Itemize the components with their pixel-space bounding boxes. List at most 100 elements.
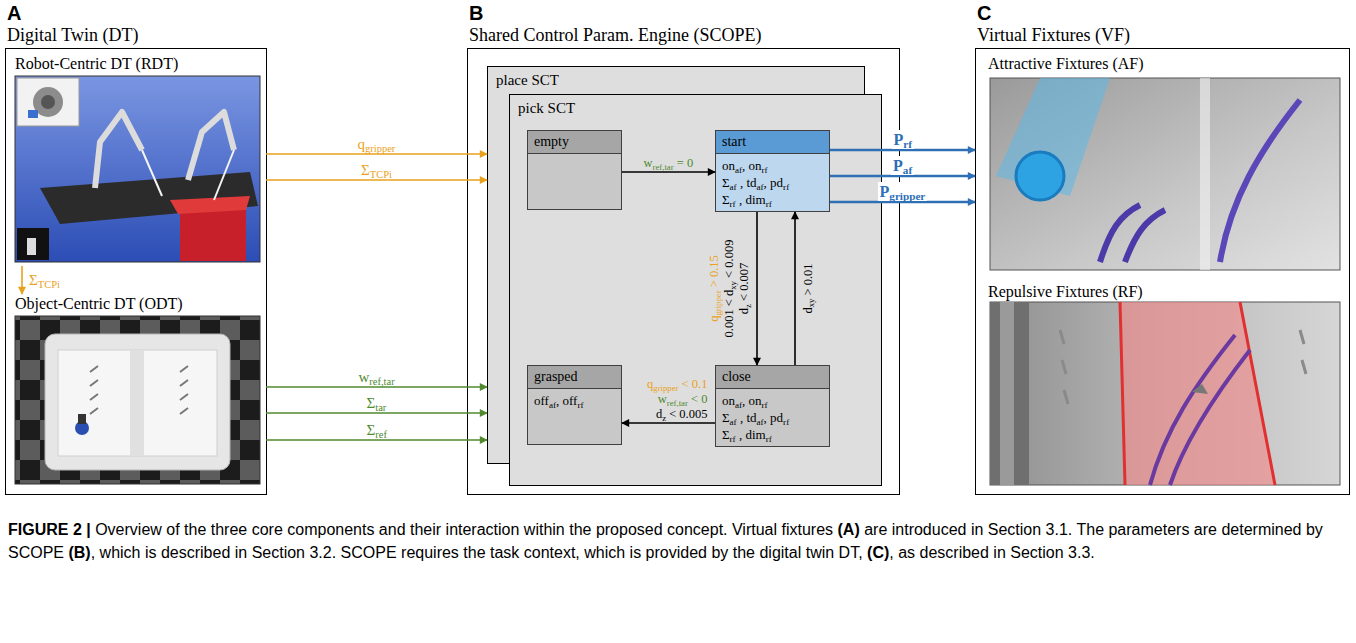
rdt-screenshot-part — [28, 110, 38, 118]
text-run: Virtual Fixtures (VF) — [977, 25, 1130, 45]
text-run: place SCT — [496, 72, 559, 88]
text-run: < 0 — [688, 392, 708, 406]
text-run: Σ — [722, 175, 730, 190]
text-run: rf — [783, 417, 789, 427]
text-run: rf — [783, 182, 789, 192]
text-run: d — [800, 307, 814, 313]
text-run: af — [549, 400, 556, 410]
fixture-view: Attractive Fixtures (AF) — [985, 54, 1340, 274]
text-run: > 0.01 — [800, 263, 814, 298]
text-run: w — [658, 392, 667, 406]
edge-label-box: qgripper — [356, 135, 398, 153]
text-run: P — [893, 157, 903, 174]
panel: CVirtual Fixtures (VF) Attractive Fixture… — [975, 2, 1350, 495]
panel: ADigital Twin (DT)Robot-Centric DT (RDT)… — [5, 2, 267, 495]
fixture-view: Repulsive Fixtures (RF) — [985, 282, 1340, 487]
text-run: ref,tar — [667, 398, 688, 408]
rf-photo-part — [991, 302, 1029, 485]
odt-screenshot-part — [58, 350, 217, 456]
text-run: (A) — [838, 521, 860, 538]
text-run: , as described in Section 3.3. — [889, 544, 1094, 561]
rf-photo-part — [1192, 384, 1208, 394]
template-title: place SCT — [488, 67, 864, 93]
text-run: (C) — [867, 544, 889, 561]
state-parameters: Σrf , dimrf — [722, 191, 823, 208]
edge-label: Pgripper — [880, 182, 926, 201]
edge-label-box: qgripper > 0.150.001 < dxy < 0.009dz < 0… — [707, 238, 752, 340]
text-run: Shared Control Param. Engine (SCOPE) — [469, 25, 761, 45]
text-run: Robot-Centric DT (RDT) — [15, 55, 178, 72]
panel-letter: A — [5, 2, 267, 24]
text-run: A — [7, 2, 21, 24]
text-run: gripper — [713, 290, 723, 315]
state-parameters: offaf, offrf — [534, 392, 615, 409]
edge-label: Σtar — [367, 394, 387, 412]
edge-label: dxy > 0.01 — [800, 263, 815, 313]
panel-letter: C — [975, 2, 1350, 24]
odt-screenshot-part — [15, 316, 260, 484]
text-run: gripper — [653, 383, 678, 393]
text-run: Overview of the three core components an… — [91, 521, 838, 538]
af-photo-part — [1016, 152, 1064, 200]
edge-label: wref,tar = 0 — [644, 156, 694, 171]
edge-label-box: ΣTCPi — [359, 161, 394, 179]
odt-screenshot-part — [90, 366, 188, 414]
template-title: pick SCT — [510, 95, 881, 121]
edge-label-box: wref,tar = 0 — [642, 156, 696, 171]
rdt-screenshot-part — [41, 95, 55, 109]
state-parameters: Σaf , tdaf, pdrf — [722, 409, 823, 426]
text-run: ref,tar — [653, 162, 674, 172]
text-run: ref — [375, 429, 387, 440]
edge-label-box: Paf — [891, 156, 914, 175]
text-run: Σ — [722, 410, 730, 425]
connector — [794, 212, 796, 365]
text-run: rf — [762, 400, 768, 410]
text-run: gripper — [889, 190, 925, 202]
edge-label-box: Σref — [365, 421, 389, 439]
text-run: xy — [728, 281, 738, 290]
edge-label: qgripper > 0.15 — [707, 240, 722, 338]
edge-label: qgripper < 0.1 — [647, 377, 707, 392]
rf-photo-part — [1150, 335, 1235, 485]
edge-label: Prf — [894, 130, 912, 149]
text-run: af — [757, 417, 764, 427]
rf-photo — [990, 302, 1340, 485]
text-run: d — [737, 308, 751, 314]
text-run: Σ — [361, 162, 370, 178]
text-run: Attractive Fixtures (AF) — [988, 55, 1144, 72]
text-run: af — [730, 417, 737, 427]
odt-screenshot-part — [78, 414, 86, 424]
rdt-screenshot-part — [95, 112, 142, 188]
text-run: rf — [762, 165, 768, 175]
state-body: onaf, onrfΣaf , tdaf, pdrfΣrf , dimrf — [716, 389, 829, 446]
text-run: rf — [730, 199, 736, 209]
odt-screenshot-part — [130, 350, 144, 456]
edge-label-box: qgripper < 0.1wref,tar < 0dz < 0.005 — [645, 377, 709, 422]
text-run: Σ — [722, 427, 730, 442]
state-name: grasped — [528, 366, 621, 389]
connector — [21, 266, 23, 294]
text-run: on — [722, 158, 735, 173]
text-run: pick SCT — [518, 100, 575, 116]
connector — [756, 212, 758, 365]
view-title: Attractive Fixtures (AF) — [985, 54, 1340, 74]
text-run: start — [722, 134, 746, 149]
panel-title: Shared Control Param. Engine (SCOPE) — [467, 24, 900, 46]
text-run: Repulsive Fixtures (RF) — [988, 283, 1143, 300]
view-title: Robot-Centric DT (RDT) — [12, 54, 266, 74]
text-run: tar — [375, 402, 386, 413]
text-run: , which is described in Section 3.2. SCO… — [91, 544, 867, 561]
text-run: Σ — [722, 192, 730, 207]
text-run: rf — [766, 199, 772, 209]
text-run: TCPi — [370, 169, 392, 180]
text-run: , td — [737, 410, 757, 425]
edge-label: ΣTCPi — [29, 271, 60, 289]
af-photo-part — [1220, 100, 1300, 262]
text-run: d — [656, 407, 662, 421]
text-run: rf — [730, 434, 736, 444]
text-run: < 0.1 — [679, 377, 708, 391]
text-run: rf — [903, 138, 912, 150]
panel-frame — [975, 48, 1350, 495]
rf-photo-part — [1170, 350, 1250, 485]
text-run: < 0.005 — [666, 407, 707, 421]
